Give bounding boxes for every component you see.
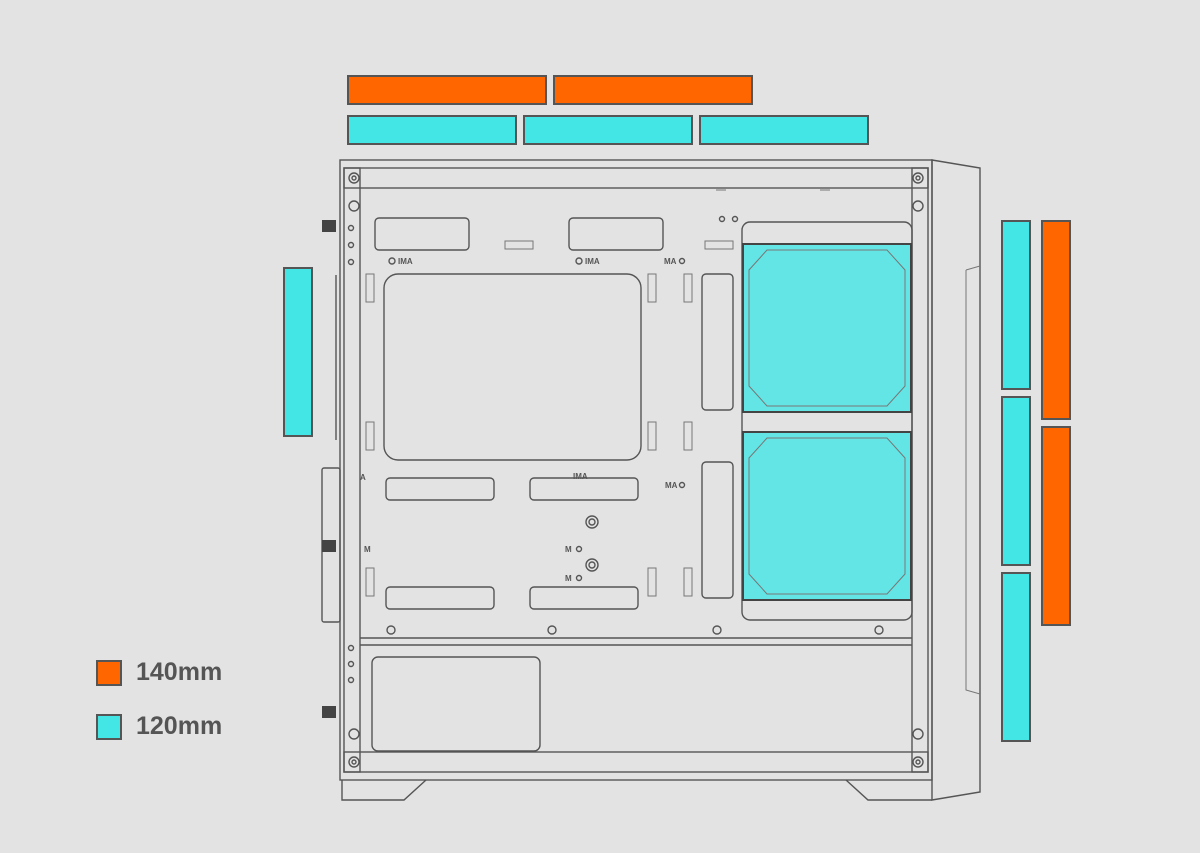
fan-120mm-top-1 xyxy=(347,115,517,145)
standoff-label: M xyxy=(565,574,572,583)
standoff-label: IMA xyxy=(398,257,413,266)
fan-120mm-top-3 xyxy=(699,115,869,145)
fan-120mm-front-2 xyxy=(1001,396,1031,566)
fan-120mm-front-internal-2 xyxy=(742,431,912,601)
legend-swatch-140mm xyxy=(96,659,122,686)
fan-140mm-top-1 xyxy=(347,75,547,105)
standoff-labels: IMA IMA MA IMA MA A M M M xyxy=(360,257,678,583)
legend-label-140mm: 140mm xyxy=(136,658,223,686)
legend-item-140mm: 140mm xyxy=(96,658,222,687)
standoff-label: MA xyxy=(664,257,677,266)
standoff-label: IMA xyxy=(573,472,588,481)
top-fans xyxy=(347,75,869,145)
fan-140mm-top-2 xyxy=(553,75,753,105)
fan-120mm-rear xyxy=(283,267,313,437)
legend-label-120mm: 120mm xyxy=(136,712,223,740)
front-fans xyxy=(1001,220,1071,742)
fan-140mm-front-1 xyxy=(1041,220,1071,420)
front-internal-fans xyxy=(742,243,912,601)
standoff-label: M xyxy=(565,545,572,554)
fan-140mm-front-2 xyxy=(1041,426,1071,626)
fan-120mm-top-2 xyxy=(523,115,693,145)
fan-120mm-front-internal-1 xyxy=(742,243,912,413)
fan-120mm-front-1 xyxy=(1001,220,1031,390)
standoff-label: IMA xyxy=(585,257,600,266)
standoff-label: A xyxy=(360,473,366,482)
standoff-label: M xyxy=(364,545,371,554)
standoff-label: MA xyxy=(665,481,678,490)
fan-120mm-front-3 xyxy=(1001,572,1031,742)
legend-swatch-120mm xyxy=(96,713,122,740)
legend-item-120mm: 120mm xyxy=(96,712,222,741)
